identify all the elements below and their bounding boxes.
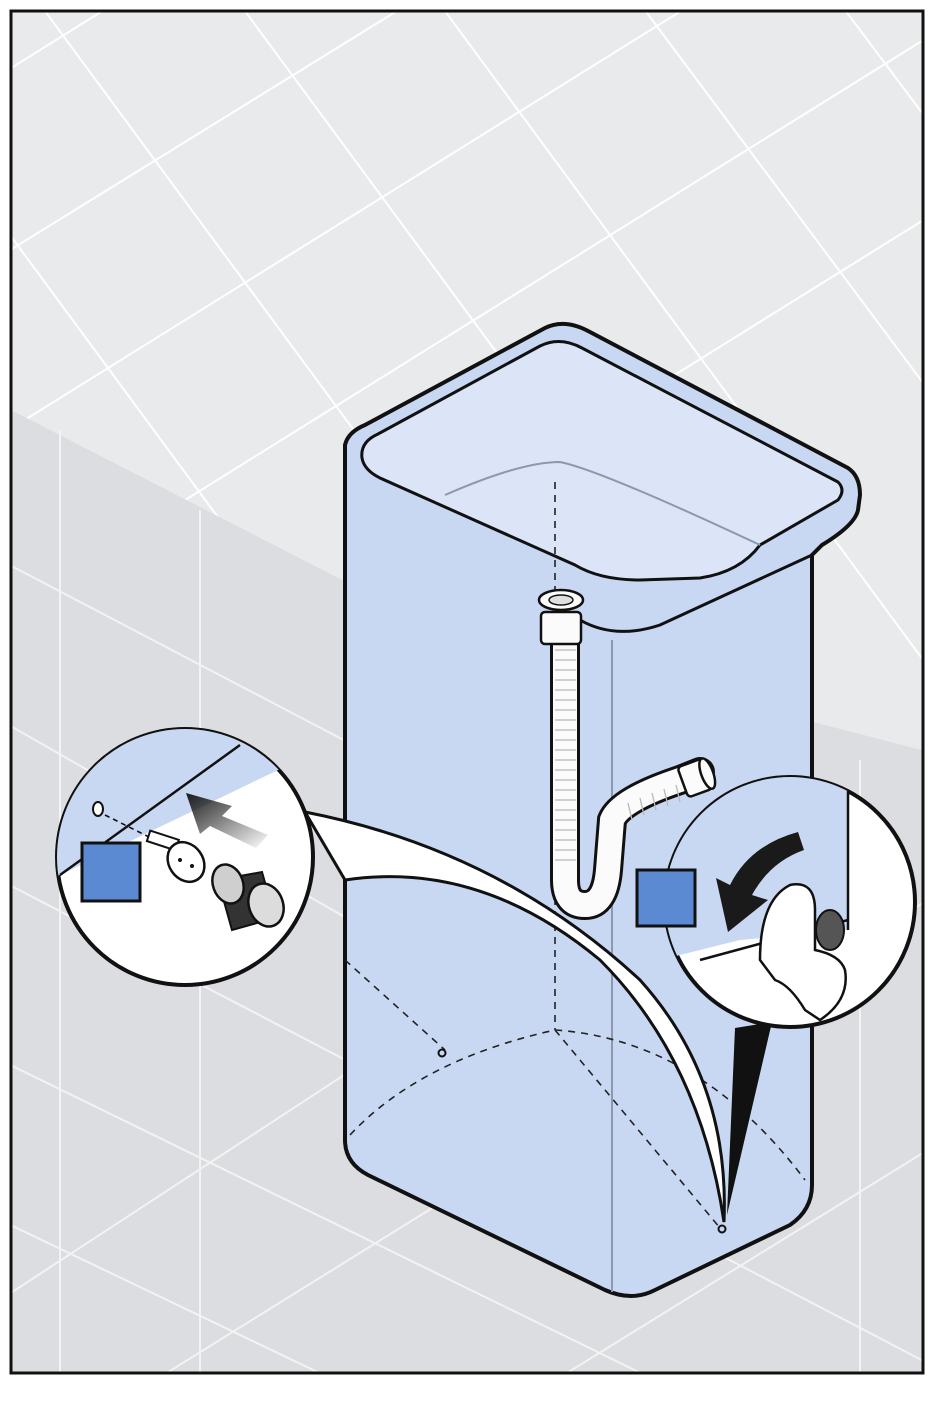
hose-top-fitting [541, 612, 581, 644]
tank-knob-icon [816, 910, 844, 950]
callout-marker-right [637, 870, 695, 926]
callout-marker-left [82, 843, 140, 901]
mount-hole [93, 802, 103, 816]
